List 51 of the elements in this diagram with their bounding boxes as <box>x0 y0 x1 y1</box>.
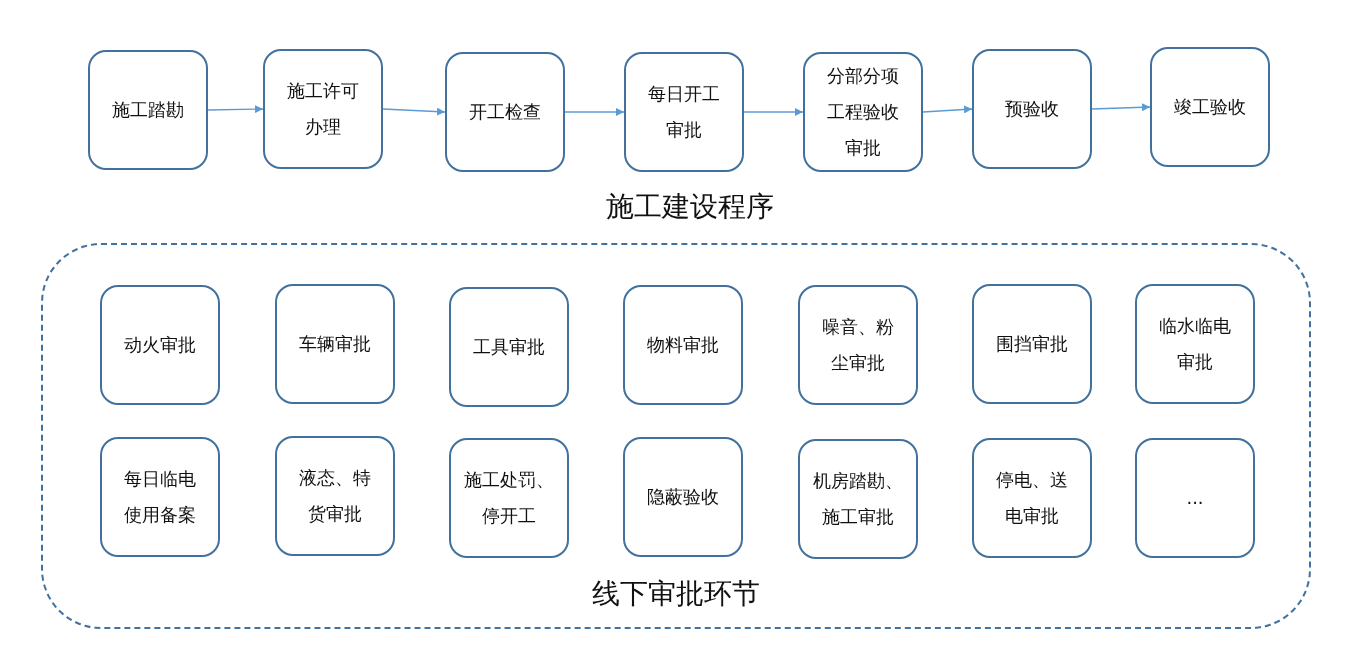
process-box <box>972 438 1092 558</box>
process-box <box>449 287 569 407</box>
process-box <box>88 50 208 170</box>
process-box <box>798 285 918 405</box>
dashed-group-frame <box>41 243 1311 629</box>
box-text: 开工检查 <box>468 100 542 124</box>
box-text: 临水临电审批 <box>1158 314 1232 374</box>
box-text: 每日临电使用备案 <box>123 467 197 527</box>
box-text: 施工许可办理 <box>286 79 360 139</box>
arrow <box>743 108 804 116</box>
box-text: 围挡审批 <box>995 332 1069 356</box>
box-text: 车辆审批 <box>298 332 372 356</box>
process-box <box>275 284 395 404</box>
box-text: 物料审批 <box>646 333 720 357</box>
process-box <box>445 52 565 172</box>
process-box <box>972 49 1092 169</box>
box-text: 预验收 <box>1004 97 1060 121</box>
process-box <box>972 284 1092 404</box>
box-text: 施工处罚、停开工 <box>463 468 555 528</box>
box-text: 隐蔽验收 <box>646 485 720 509</box>
arrow <box>382 107 446 116</box>
process-box <box>803 52 923 172</box>
arrow <box>1091 103 1151 112</box>
box-text: ... <box>1185 486 1205 510</box>
process-box <box>100 437 220 557</box>
box-text: 动火审批 <box>123 333 197 357</box>
box-text: 施工踏勘 <box>111 98 185 122</box>
process-box <box>798 439 918 559</box>
box-text: 每日开工审批 <box>647 82 721 142</box>
process-box <box>1150 47 1270 167</box>
box-text: 机房踏勘、施工审批 <box>812 469 904 529</box>
process-box <box>1135 284 1255 404</box>
process-box <box>263 49 383 169</box>
process-box <box>449 438 569 558</box>
process-box <box>623 437 743 557</box>
box-text: 噪音、粉尘审批 <box>821 315 895 375</box>
process-box <box>1135 438 1255 558</box>
process-box <box>100 285 220 405</box>
group-heading: 线下审批环节 <box>592 577 760 610</box>
arrow <box>922 105 973 114</box>
arrow <box>207 105 264 114</box>
box-text: 停电、送电审批 <box>995 468 1069 528</box>
process-box <box>623 285 743 405</box>
arrow <box>564 108 625 116</box>
box-text: 液态、特货审批 <box>298 466 372 526</box>
section-title: 施工建设程序 <box>605 189 775 225</box>
box-text: 工具审批 <box>472 335 546 359</box>
process-box <box>624 52 744 172</box>
box-text: 分部分项工程验收审批 <box>826 64 900 160</box>
process-box <box>275 436 395 556</box>
box-text: 竣工验收 <box>1173 95 1247 119</box>
